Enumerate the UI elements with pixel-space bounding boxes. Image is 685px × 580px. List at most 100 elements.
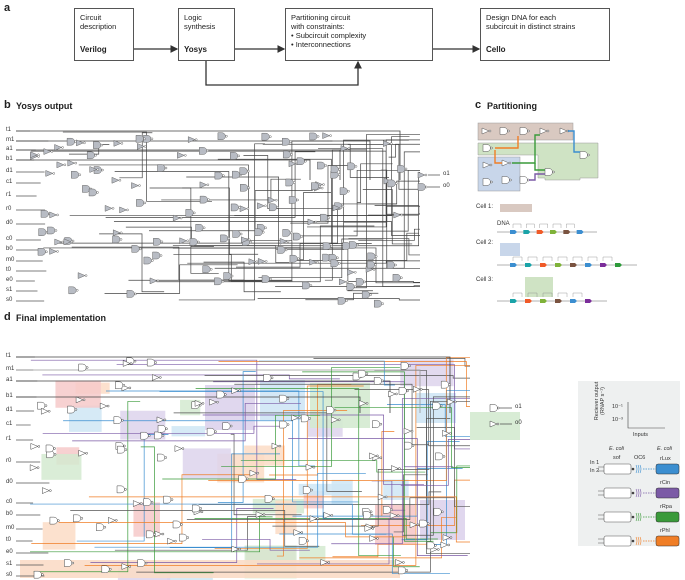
output-label-o1: o1 xyxy=(515,404,522,410)
logic-gate xyxy=(435,452,446,461)
logic-gate xyxy=(140,431,151,440)
gene-arrow xyxy=(510,299,517,303)
wire xyxy=(195,388,401,557)
logic-gate xyxy=(309,258,319,266)
sender-cell xyxy=(603,463,632,475)
receiver-cell-rLux xyxy=(655,463,680,475)
wire xyxy=(393,474,428,533)
logic-gate xyxy=(447,398,457,406)
logic-gate xyxy=(223,272,234,280)
logic-gate xyxy=(240,184,251,192)
logic-gate xyxy=(202,265,213,274)
wire xyxy=(178,143,265,301)
receiver-cell-rCin xyxy=(655,487,680,499)
logic-gate xyxy=(99,402,110,410)
input-label-m0: m0 xyxy=(6,525,15,531)
logic-gate xyxy=(137,143,147,150)
logic-gate xyxy=(389,512,400,519)
wire xyxy=(68,144,110,155)
logic-gate xyxy=(404,441,415,450)
wire xyxy=(348,281,420,283)
logic-gate xyxy=(230,203,241,212)
cell-3-label: Cell 3: xyxy=(476,277,494,283)
logic-gate xyxy=(433,508,444,516)
panel-c-label: c xyxy=(475,99,482,111)
input-label-m0: m0 xyxy=(6,257,15,263)
logic-gate xyxy=(33,570,44,579)
logic-gate xyxy=(222,422,233,430)
wire xyxy=(257,298,420,301)
logic-gate xyxy=(261,132,272,141)
gene-arrow xyxy=(525,299,532,303)
subcircuit-region xyxy=(205,385,255,430)
logic-gate xyxy=(254,228,265,237)
input-label-e0: e0 xyxy=(6,277,13,283)
logic-gate xyxy=(112,235,123,244)
wire xyxy=(182,187,259,255)
regulation-link xyxy=(527,256,538,261)
logic-gate xyxy=(179,533,190,542)
logic-gate xyxy=(305,463,316,471)
logic-gate xyxy=(131,245,142,253)
wire xyxy=(388,143,420,158)
wire xyxy=(16,130,401,180)
input-label-e0: e0 xyxy=(6,549,13,555)
logic-gate xyxy=(279,420,290,429)
panel-b-title: Yosys output xyxy=(16,101,73,111)
logic-gate xyxy=(364,525,375,532)
signal-wave-icon xyxy=(635,536,638,546)
logic-gate xyxy=(177,151,187,159)
logic-gate xyxy=(131,182,141,189)
logic-gate xyxy=(331,416,341,424)
logic-gate xyxy=(296,157,307,165)
logic-gate xyxy=(338,278,349,286)
logic-gate xyxy=(482,144,493,152)
input-label-b1: b1 xyxy=(6,393,13,399)
logic-gate xyxy=(122,360,133,367)
logic-gate xyxy=(73,514,84,523)
input-label-r1: r1 xyxy=(6,436,12,442)
logic-gate xyxy=(298,537,309,545)
logic-gate xyxy=(579,151,590,159)
legend-axes xyxy=(627,402,665,429)
logic-gate xyxy=(409,521,420,529)
logic-gate xyxy=(163,495,174,504)
gene-arrow xyxy=(536,230,544,234)
wire xyxy=(33,401,141,573)
logic-gate xyxy=(49,211,59,219)
step-tool: Verilog xyxy=(80,45,107,54)
logic-gate xyxy=(320,213,331,222)
input-label-d0: d0 xyxy=(6,220,13,226)
logic-gate xyxy=(75,396,86,404)
logic-gate xyxy=(187,136,198,144)
gene-arrow xyxy=(600,263,607,267)
gene-arrow xyxy=(510,263,517,267)
wire xyxy=(218,361,470,407)
gene-arrow xyxy=(570,299,577,303)
logic-gate xyxy=(279,394,290,403)
panel-b-label: b xyxy=(4,99,11,111)
step-text-line: with constraints: xyxy=(291,22,345,31)
logic-gate xyxy=(199,181,210,189)
logic-gate xyxy=(54,238,64,246)
logic-gate xyxy=(255,511,266,518)
cell-1-label: Cell 1: xyxy=(476,204,494,210)
wire xyxy=(299,516,456,559)
gene-arrow xyxy=(570,263,577,267)
logic-gate xyxy=(257,202,267,210)
logic-gate xyxy=(146,530,157,539)
wire xyxy=(313,358,470,367)
logic-gate xyxy=(40,407,51,415)
input-label-d0: d0 xyxy=(6,479,13,485)
receiver-cell-rRpa xyxy=(655,511,680,523)
wire xyxy=(30,516,273,553)
receiver-cell-rPhl xyxy=(655,535,680,547)
logic-gate xyxy=(539,127,550,135)
interconnect-wire xyxy=(534,163,545,171)
regulation-link xyxy=(542,292,553,297)
logic-gate xyxy=(30,151,40,159)
